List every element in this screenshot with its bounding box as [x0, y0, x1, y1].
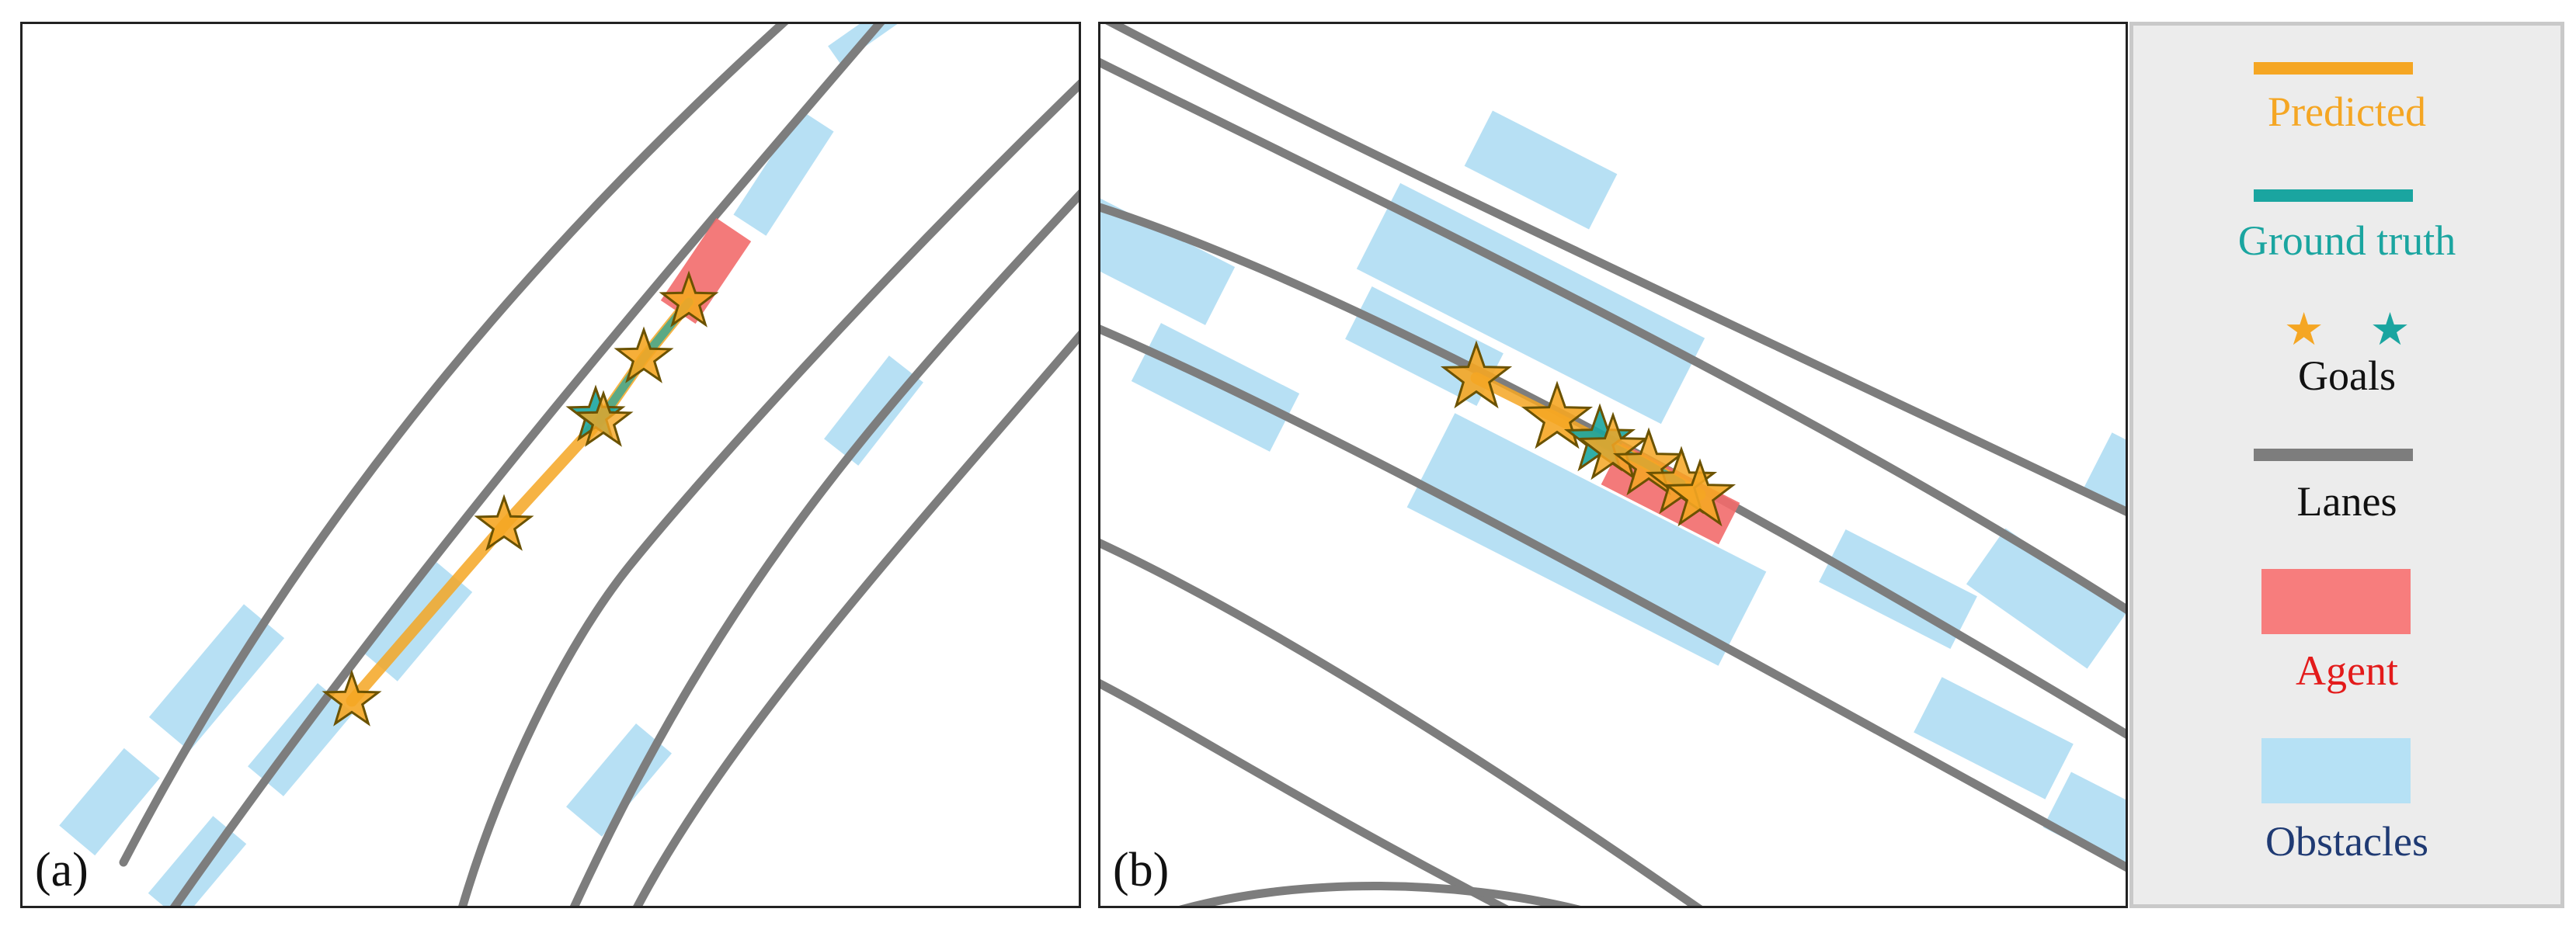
goal-star-predicted [1577, 411, 1650, 480]
legend-agent-swatch [2261, 569, 2411, 634]
lane [1100, 324, 2126, 872]
goal-star-predicted [1663, 458, 1736, 527]
lane [570, 189, 1079, 906]
goal-star-predicted [659, 270, 719, 328]
obstacle [59, 747, 160, 856]
scene-a-canvas [59, 24, 1079, 906]
legend: Predicted Ground truth ★ ★ Goals Lanes A… [2129, 22, 2564, 908]
obstacle [1966, 528, 2126, 669]
lanes-layer [119, 24, 1079, 906]
obstacle [1464, 110, 1618, 230]
legend-lanes-swatch [2254, 449, 2413, 461]
agent-box [660, 217, 752, 324]
lane [1105, 24, 2126, 516]
lane [458, 79, 1079, 906]
legend-predicted-label: Predicted [2268, 88, 2426, 135]
goal-star-predicted [474, 494, 534, 551]
lane [170, 24, 885, 906]
obstacle [1100, 196, 1236, 325]
panel-label-b: (b) [1113, 844, 1170, 897]
obstacles-layer [1100, 110, 2126, 891]
lane [119, 24, 789, 867]
legend-obstacles-swatch [2261, 738, 2411, 803]
obstacle [1131, 323, 1300, 452]
legend-obstacles-label: Obstacles [2265, 818, 2428, 865]
obstacle [1914, 677, 2074, 799]
legend-goals-label: Goals [2298, 352, 2396, 399]
goal-star-predicted [614, 326, 674, 383]
panel-label-a: (a) [35, 844, 89, 897]
scene-b-canvas [1100, 24, 2126, 906]
goals-layer [1440, 340, 1736, 527]
lane [1100, 57, 2126, 614]
obstacle [1406, 413, 1767, 666]
legend-ground-truth-label: Ground truth [2237, 217, 2456, 264]
goal-star-ground-truth-icon: ★ [2369, 303, 2411, 355]
goal-star-predicted [322, 669, 382, 727]
lane [1100, 679, 1509, 906]
legend-lanes-label: Lanes [2296, 478, 2397, 525]
goal-star-predicted [1521, 380, 1594, 449]
legend-predicted-swatch [2254, 62, 2413, 75]
obstacle [733, 110, 834, 236]
obstacle [824, 355, 923, 466]
legend-agent-label: Agent [2296, 647, 2398, 694]
goal-star-predicted-icon: ★ [2283, 303, 2324, 355]
goal-star-predicted [1440, 340, 1513, 409]
legend-goals-swatch: ★ ★ [2133, 307, 2560, 352]
obstacle [2084, 432, 2126, 516]
goal-star-predicted [573, 390, 634, 447]
lane [633, 330, 1079, 906]
obstacle [566, 723, 672, 837]
goals-layer [322, 270, 719, 727]
lane [1179, 882, 1581, 906]
obstacles-layer [59, 24, 923, 906]
agent-layer [660, 217, 752, 324]
goal-star-predicted [1612, 427, 1685, 496]
obstacle [1356, 182, 1705, 425]
legend-ground-truth-swatch [2254, 189, 2413, 202]
obstacle [2042, 772, 2126, 891]
obstacle [828, 24, 898, 64]
lane [1100, 539, 1703, 906]
scene-panel-a: (a) [20, 22, 1081, 908]
scene-panel-b: (b) [1098, 22, 2128, 908]
